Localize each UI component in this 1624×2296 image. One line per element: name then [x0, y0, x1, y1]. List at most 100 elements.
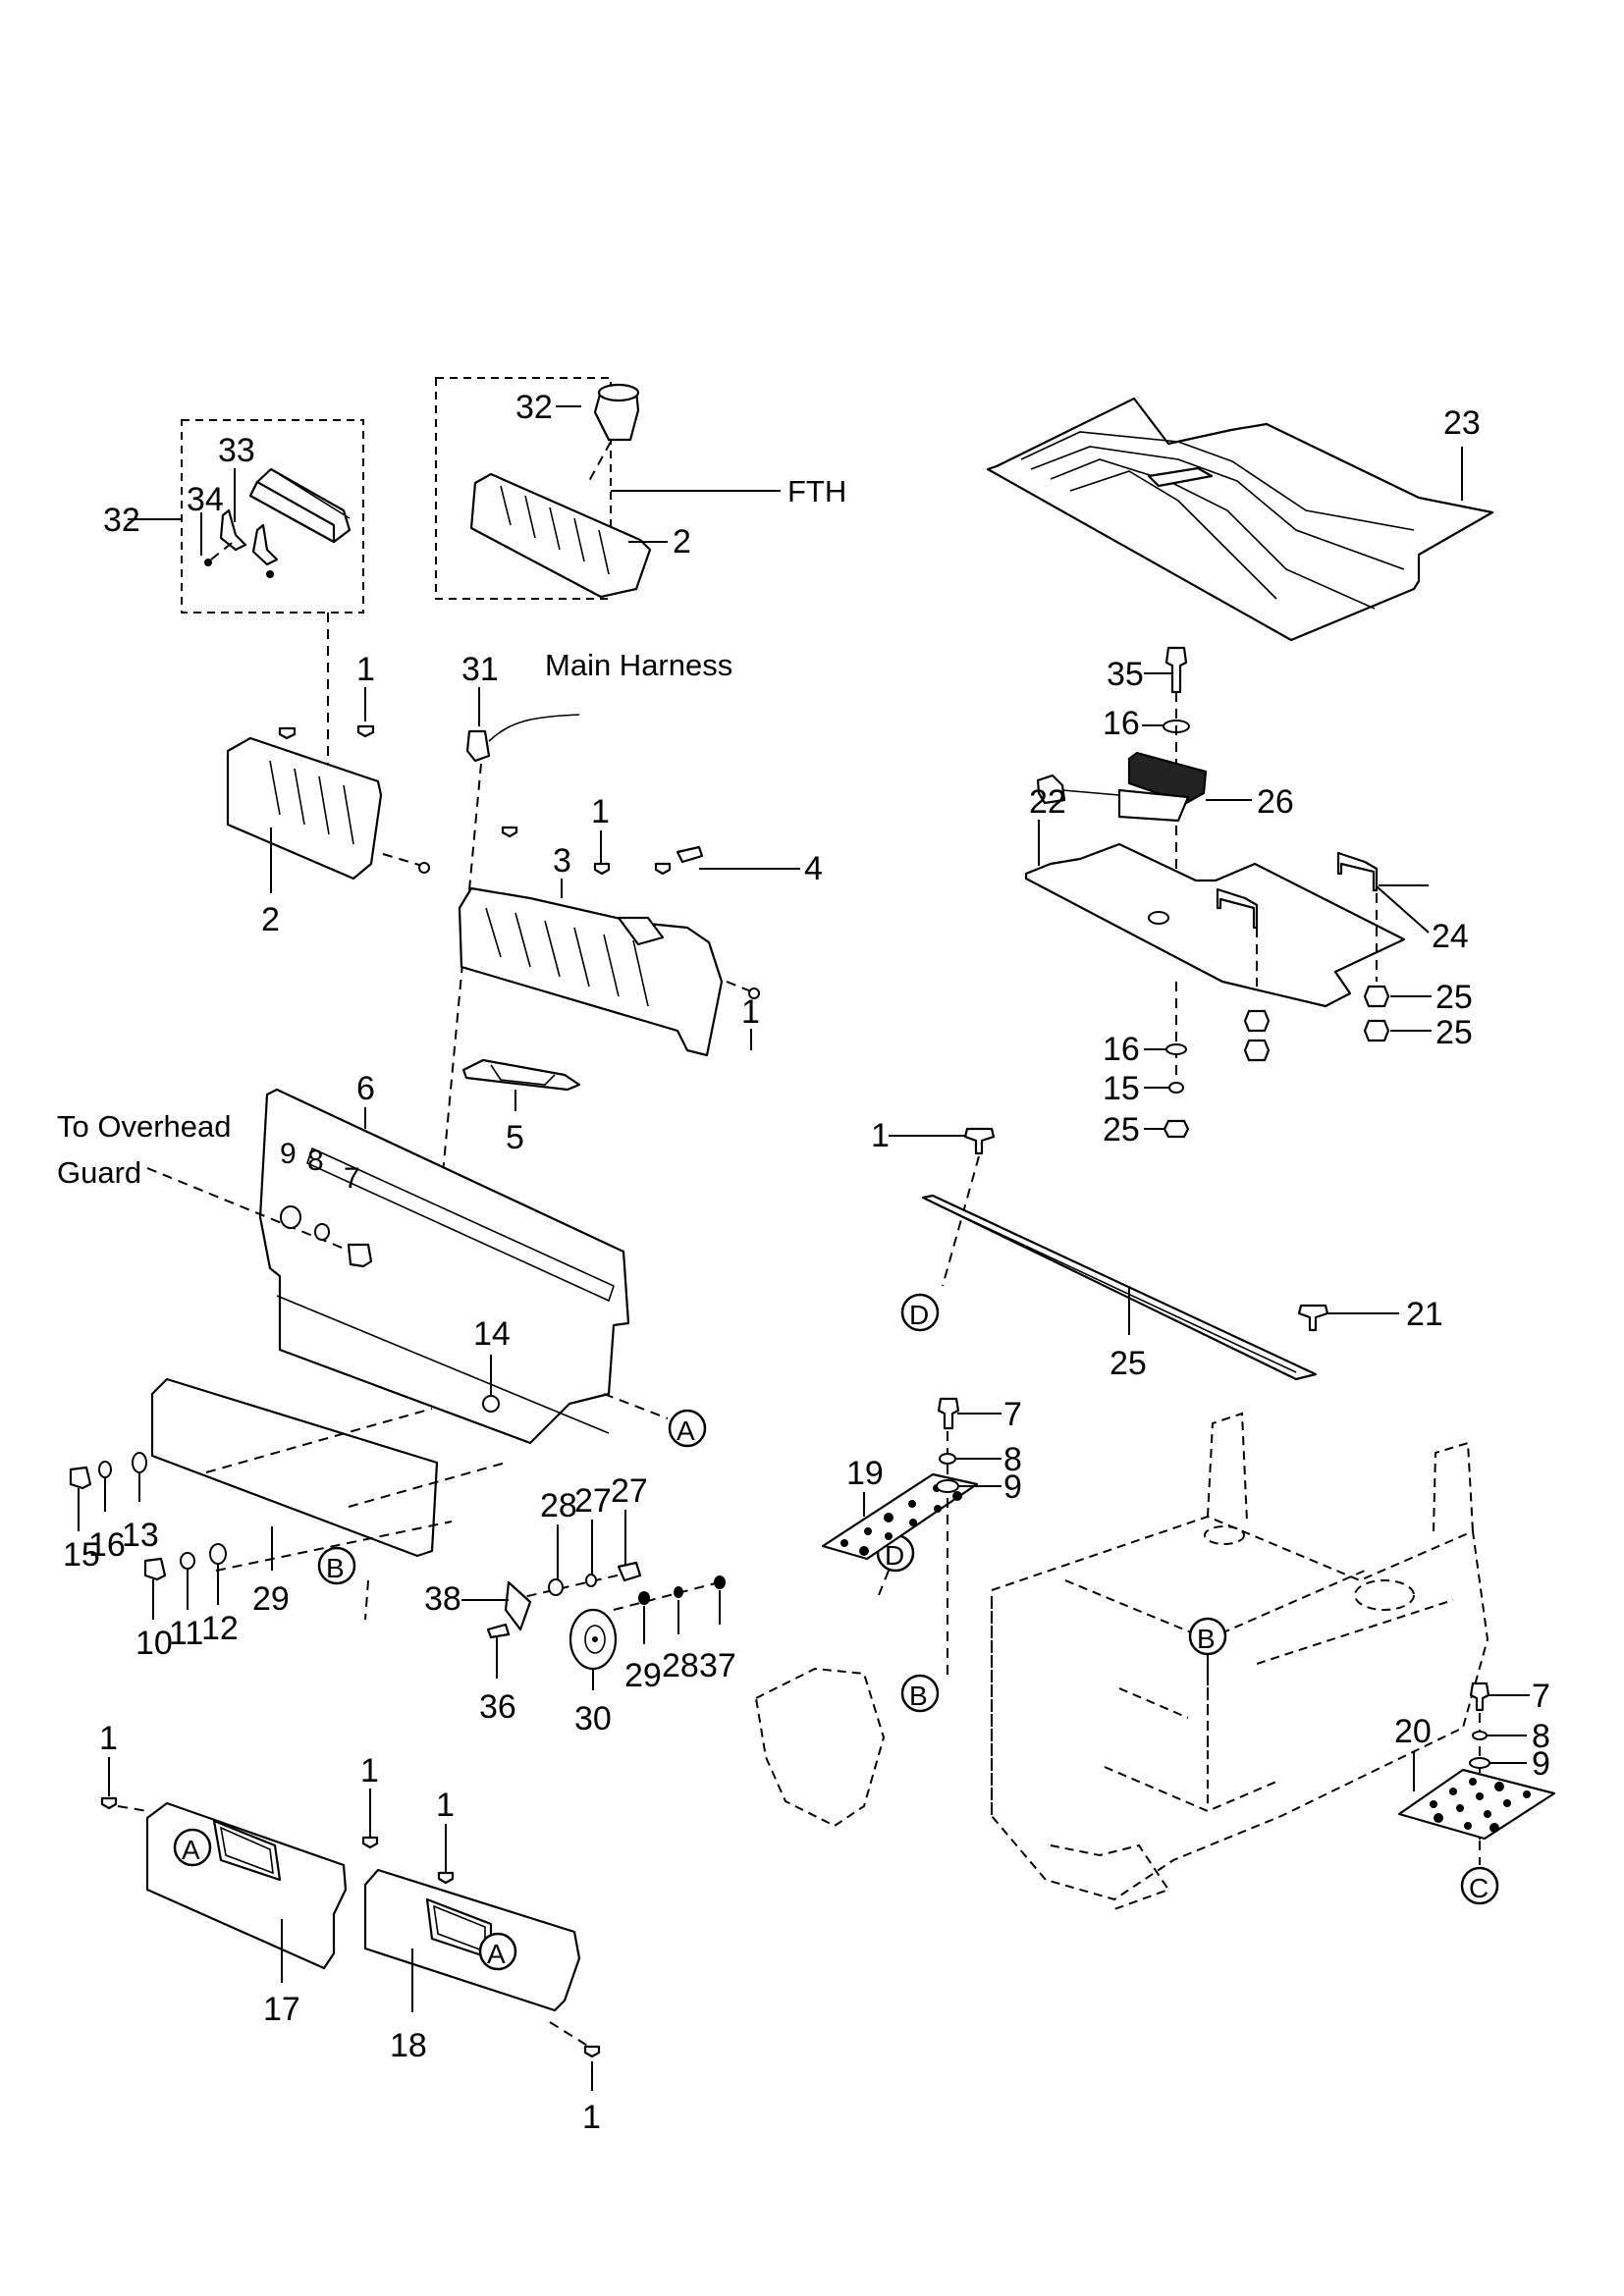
- bolt-part: [1164, 646, 1188, 694]
- horn-bracket-38: [504, 1580, 532, 1631]
- plate-13: 15 16 13 B 29 10 11 12: [63, 1377, 507, 1662]
- overhead-guard-label-line1: To Overhead: [57, 1109, 232, 1144]
- label-5: 5: [506, 1119, 524, 1156]
- callout-d: D: [885, 1540, 904, 1571]
- label-7: 7: [344, 1162, 360, 1195]
- nut-part: [1363, 985, 1390, 1008]
- u-bolt-part: [1216, 887, 1259, 930]
- label-31: 31: [461, 651, 499, 688]
- side-panels: 1 1 1 A 17 A 18 1: [99, 1720, 601, 2136]
- callout-d: D: [909, 1300, 929, 1330]
- label-7: 7: [1532, 1678, 1550, 1715]
- label-8: 8: [1532, 1718, 1550, 1755]
- label-37: 37: [699, 1647, 736, 1684]
- callout-b: B: [326, 1553, 345, 1583]
- horn-assembly: 28 27 27 38 36 30 29 28 37: [424, 1472, 736, 1737]
- callout-b: B: [1197, 1624, 1216, 1654]
- dash-panel-3: 1 3 4 1: [458, 793, 823, 1057]
- label-13: 29: [252, 1580, 290, 1618]
- label-29: 29: [624, 1657, 662, 1694]
- push-rivet-part: [1297, 1304, 1329, 1332]
- label-1: 1: [436, 1787, 455, 1824]
- label-20: 20: [1394, 1713, 1432, 1750]
- rivet-part: [356, 724, 375, 738]
- label-17: 17: [263, 1991, 300, 2028]
- chassis-frame: D B B 19 7 8 9 7: [754, 1396, 1556, 1910]
- callout-a: A: [487, 1939, 506, 1969]
- step-plate-20: 20: [1394, 1713, 1556, 1841]
- assembly-32-box: 32 33 34: [103, 419, 364, 775]
- label-1: 1: [360, 1752, 379, 1789]
- floor-mat-23: 23: [986, 397, 1494, 642]
- label-24: 24: [1432, 918, 1469, 955]
- label-32: 32: [515, 389, 553, 426]
- light-housing-part: [248, 467, 352, 544]
- label-29: 28: [540, 1487, 577, 1524]
- side-panel-18: A 18 1: [363, 1868, 601, 2136]
- fth-assembly-box: FTH 32 2: [435, 377, 846, 600]
- label-1: 1: [591, 793, 610, 830]
- label-16: 16: [1103, 1031, 1140, 1068]
- label-15: 16: [88, 1526, 126, 1564]
- harness-area: 1 31 Main Harness: [278, 648, 732, 1238]
- label-14: 15: [63, 1536, 100, 1574]
- bolt-part: [937, 1397, 960, 1430]
- label-12: 12: [201, 1610, 239, 1647]
- overhead-guard-label-line2: Guard: [57, 1155, 141, 1190]
- switch-part: [465, 729, 491, 763]
- label-6: 6: [356, 1070, 375, 1107]
- label-18: 18: [390, 2027, 427, 2064]
- label-9: 9: [1532, 1745, 1550, 1783]
- pedal-assembly: 35 16 26: [1036, 646, 1294, 908]
- step-plate-19: 19: [821, 1455, 979, 1561]
- callout-b: B: [909, 1681, 928, 1711]
- label-4: 4: [804, 850, 823, 887]
- label-1: 21: [1406, 1296, 1443, 1333]
- label-35: 35: [1107, 656, 1144, 693]
- bolt-part: [1469, 1682, 1490, 1712]
- label-16: 16: [1103, 705, 1140, 742]
- side-panel-17: A 17: [145, 1801, 348, 2028]
- label-25: 25: [1103, 1111, 1140, 1148]
- rivet-part: [278, 726, 297, 740]
- label-1: 1: [582, 2099, 601, 2136]
- label-2: 2: [261, 901, 280, 938]
- label-1: 1: [99, 1720, 118, 1757]
- push-rivet-part: [963, 1127, 996, 1155]
- nut-part: [1243, 1039, 1271, 1062]
- nut-part: [1243, 1009, 1271, 1033]
- label-28: 27: [574, 1482, 612, 1520]
- label-34: 34: [187, 481, 224, 518]
- label-28: 28: [662, 1647, 699, 1684]
- callout-a: A: [677, 1415, 695, 1446]
- nut-part: [1363, 1019, 1390, 1042]
- clip-part: [251, 523, 279, 566]
- label-26: 26: [1257, 783, 1294, 821]
- bracket-part-5: 5: [461, 1058, 581, 1156]
- trim-strip-21: 1 D 21 25: [871, 1117, 1443, 1382]
- fth-label: FTH: [787, 474, 846, 508]
- label-23: 23: [1443, 404, 1481, 442]
- label-25: 14: [473, 1315, 511, 1353]
- screw-part: [266, 570, 274, 578]
- label-16: 13: [122, 1517, 159, 1554]
- main-harness-label: Main Harness: [545, 648, 732, 682]
- label-9: 9: [1003, 1468, 1022, 1506]
- screw-part: [204, 559, 212, 566]
- label-9: 9: [280, 1138, 297, 1170]
- label-19: 19: [846, 1455, 884, 1492]
- label-8: 8: [307, 1145, 324, 1177]
- label-25: 25: [1435, 1014, 1473, 1051]
- label-15: 15: [1103, 1070, 1140, 1107]
- label-32: 32: [103, 502, 140, 539]
- label-2: 2: [673, 523, 691, 561]
- label-1: 1: [871, 1117, 890, 1154]
- callout-c: C: [1469, 1873, 1489, 1903]
- bracket-part-4: [676, 845, 704, 864]
- guard-shield-part: [469, 472, 652, 599]
- floor-plate-22: 22 24 25 25 16 15 25: [1024, 783, 1473, 1148]
- shield-part-2: 2: [226, 736, 430, 938]
- label-1: 1: [356, 651, 375, 688]
- label-25: 25: [1435, 979, 1473, 1016]
